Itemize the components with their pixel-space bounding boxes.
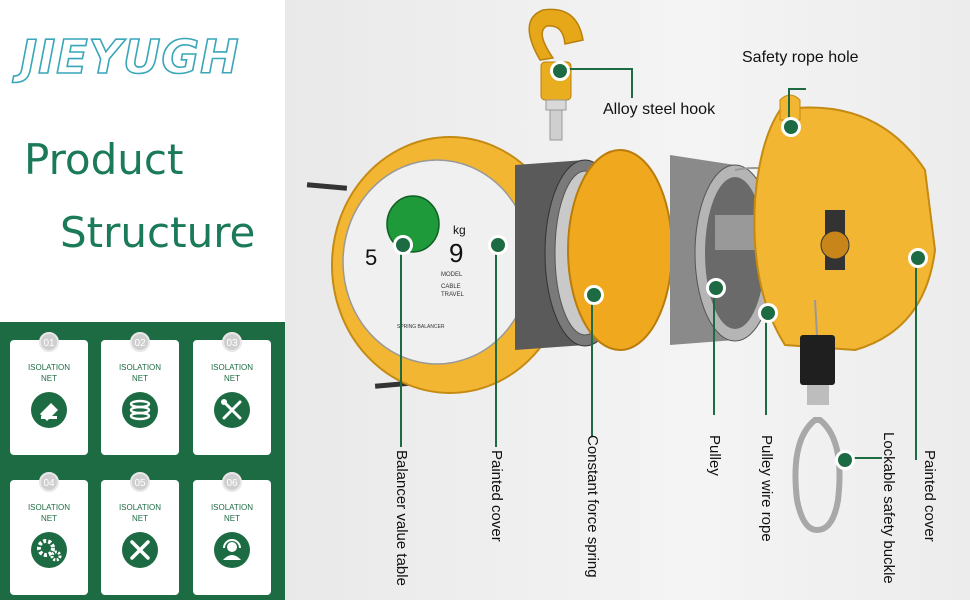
label-painted-cover-left: Painted cover [488, 450, 505, 542]
callout-line-value-table [400, 242, 402, 447]
card-title-line2: NET [132, 374, 148, 383]
callout-dot-cover-left [488, 235, 508, 255]
card-title-line1: ISOLATION [210, 363, 254, 372]
callout-line-rope-hole [788, 88, 790, 124]
gears-icon [31, 532, 67, 568]
callout-dot-spring [584, 285, 604, 305]
dial-right-number: 9 [449, 238, 463, 268]
card-title-line2: NET [224, 374, 240, 383]
callout-line-buckle [842, 457, 882, 459]
card-number-badge: 04 [39, 472, 59, 492]
label-pulley: Pulley [706, 435, 723, 476]
dial-model-label: MODEL [441, 272, 463, 278]
callout-dot-buckle [835, 450, 855, 470]
card-title-line1: ISOLATION [210, 503, 254, 512]
brand-logo: JIEYUGH [19, 29, 240, 85]
label-safety-rope-hole: Safety rope hole [742, 49, 859, 66]
callout-line-hook [557, 68, 632, 70]
callout-dot-cover-right [908, 248, 928, 268]
label-lockable-safety-buckle: Lockable safety buckle [880, 432, 897, 584]
card-number-badge: 05 [130, 472, 150, 492]
label-balancer-value-table: Balancer value table [393, 450, 410, 586]
callout-line-rope-hole-top [788, 88, 806, 90]
callout-line-spring [591, 292, 593, 437]
card-title-line2: NET [41, 514, 57, 523]
feature-grid: 01 ISOLATION NET 02 ISOLATION NET 03 ISO… [0, 322, 285, 600]
ruler-pencil-icon [122, 532, 158, 568]
card-number-badge: 01 [39, 332, 59, 352]
dial-unit: kg [453, 223, 466, 237]
tools-stack-icon [31, 392, 67, 428]
card-number-badge: 06 [222, 472, 242, 492]
feature-card-05: 05 ISOLATION NET [101, 472, 179, 595]
callout-line-wire [765, 310, 767, 415]
label-pulley-wire-rope: Pulley wire rope [758, 435, 775, 542]
callout-line-pulley [713, 285, 715, 415]
dial-travel-label: TRAVEL [441, 292, 465, 298]
headset-support-icon [214, 532, 250, 568]
dial-bottom-label: SPRING BALANCER [397, 324, 445, 330]
card-title-line2: NET [132, 514, 148, 523]
feature-card-06: 06 ISOLATION NET [193, 472, 271, 595]
card-title-line1: ISOLATION [27, 503, 71, 512]
heading-line1: Product [24, 135, 184, 184]
card-number-badge: 02 [130, 332, 150, 352]
card-number-badge: 03 [222, 332, 242, 352]
wrench-screwdriver-icon [214, 392, 250, 428]
callout-dot-wire [758, 303, 778, 323]
card-title-line1: ISOLATION [118, 363, 162, 372]
label-constant-force-spring: Constant force spring [584, 435, 601, 578]
card-title-line2: NET [224, 514, 240, 523]
callout-line-cover-left [495, 242, 497, 447]
orange-disc-illustration [567, 149, 673, 351]
card-title-line1: ISOLATION [118, 503, 162, 512]
heading-line2: Structure [60, 208, 256, 257]
coil-spring-icon [122, 392, 158, 428]
feature-card-02: 02 ISOLATION NET [101, 332, 179, 455]
callout-line-hook-drop [631, 68, 633, 98]
callout-dot-hook [550, 61, 570, 81]
product-diagram: 5 9 kg MODEL CABLE TRAVEL SPRING BALANCE… [285, 0, 970, 600]
callout-line-cover-right [915, 255, 917, 460]
carabiner-illustration [792, 417, 843, 534]
device-illustration: 5 9 kg MODEL CABLE TRAVEL SPRING BALANCE… [306, 8, 937, 534]
callout-dot-rope-hole [781, 117, 801, 137]
callout-dot-pulley [706, 278, 726, 298]
label-alloy-steel-hook: Alloy steel hook [603, 101, 716, 118]
left-panel: JIEYUGH Product Structure 01 ISOLATION N… [0, 0, 285, 600]
feature-card-01: 01 ISOLATION NET [10, 332, 88, 455]
feature-card-04: 04 ISOLATION NET [10, 472, 88, 595]
rear-cover-illustration [753, 94, 937, 352]
feature-card-03: 03 ISOLATION NET [193, 332, 271, 455]
card-title-line2: NET [41, 374, 57, 383]
dial-cable-label: CABLE [441, 284, 461, 290]
dial-left-number: 5 [365, 245, 377, 270]
label-painted-cover-right: Painted cover [921, 450, 938, 542]
callout-dot-value-table [393, 235, 413, 255]
card-title-line1: ISOLATION [27, 363, 71, 372]
